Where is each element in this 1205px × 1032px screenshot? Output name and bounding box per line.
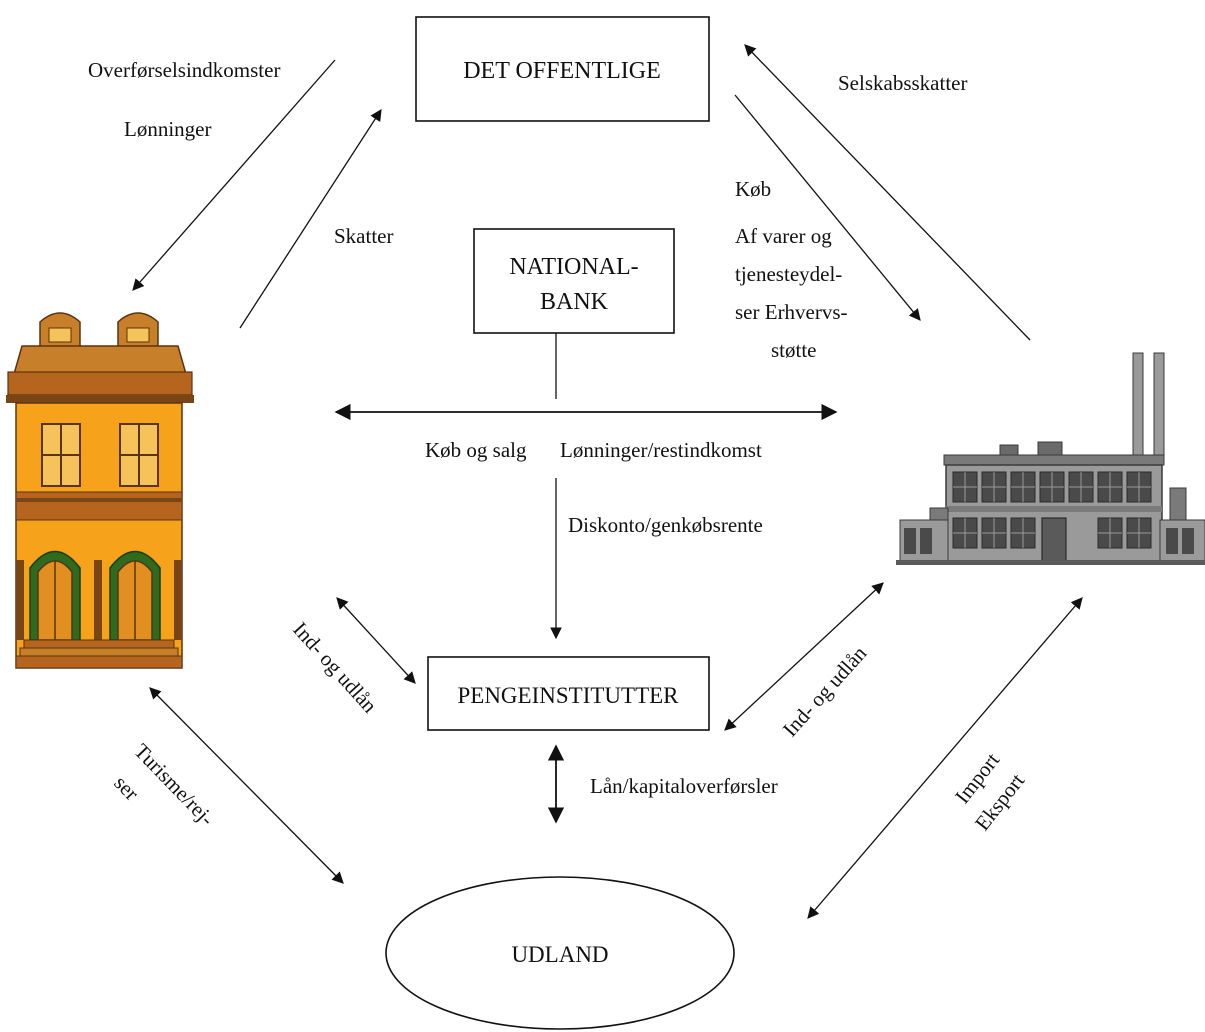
node-pengeinstitutter: PENGEINSTITUTTER bbox=[427, 656, 710, 731]
factory-wing-window bbox=[920, 528, 932, 554]
label-lonninger-rest: Lønninger/restindkomst bbox=[560, 438, 762, 462]
arrow-selskabsskatter bbox=[744, 44, 1031, 341]
label-af-varer: Af varer og bbox=[735, 224, 832, 248]
label-lonninger-top: Lønninger bbox=[124, 117, 211, 141]
label-laan-kapital: Lån/kapitaloverførsler bbox=[590, 774, 778, 798]
house-icon bbox=[6, 312, 194, 669]
label-selskabsskatter: Selskabsskatter bbox=[838, 71, 967, 95]
arrow-turisme bbox=[149, 687, 344, 884]
factory-icon bbox=[896, 352, 1205, 565]
arrow-skatter bbox=[239, 109, 382, 329]
arrow-transfer-to-households bbox=[132, 59, 336, 291]
node-udland: UDLAND bbox=[385, 876, 735, 1030]
node-udland-label: UDLAND bbox=[511, 942, 608, 967]
label-kob-og-salg: Køb og salg bbox=[425, 438, 527, 462]
node-nationalbank: NATIONAL- BANK bbox=[473, 228, 675, 334]
arrow-kob-to-firms bbox=[734, 94, 921, 321]
node-pengeinstitutter-label: PENGEINSTITUTTER bbox=[457, 683, 679, 708]
node-det-offentlige: DET OFFENTLIGE bbox=[415, 16, 710, 122]
label-stotte: støtte bbox=[771, 338, 817, 362]
factory-wing-window bbox=[1166, 528, 1178, 554]
label-diskonto: Diskonto/genkøbsrente bbox=[568, 513, 763, 537]
label-ind-udlan-right: Ind- og udlån bbox=[778, 641, 872, 742]
node-nationalbank-label-1: NATIONAL- bbox=[509, 254, 638, 280]
label-turisme-2: ser bbox=[109, 771, 143, 805]
label-kob: Køb bbox=[735, 177, 771, 201]
label-ser-erhvervs: ser Erhvervs- bbox=[735, 300, 848, 324]
label-turisme-1: Turisme/rej- bbox=[129, 739, 219, 831]
arrow-ind-udlan-households bbox=[336, 597, 416, 684]
label-skatter: Skatter bbox=[334, 224, 393, 248]
label-overforselsindkomster: Overførselsindkomster bbox=[88, 58, 280, 82]
label-tjenesteydel: tjenesteydel- bbox=[735, 262, 842, 286]
factory-wing-window bbox=[1182, 528, 1194, 554]
arrow-import-eksport bbox=[807, 597, 1083, 919]
node-det-offentlige-label: DET OFFENTLIGE bbox=[463, 58, 661, 84]
factory-wing-window bbox=[904, 528, 916, 554]
node-nationalbank-label-2: BANK bbox=[540, 289, 609, 315]
